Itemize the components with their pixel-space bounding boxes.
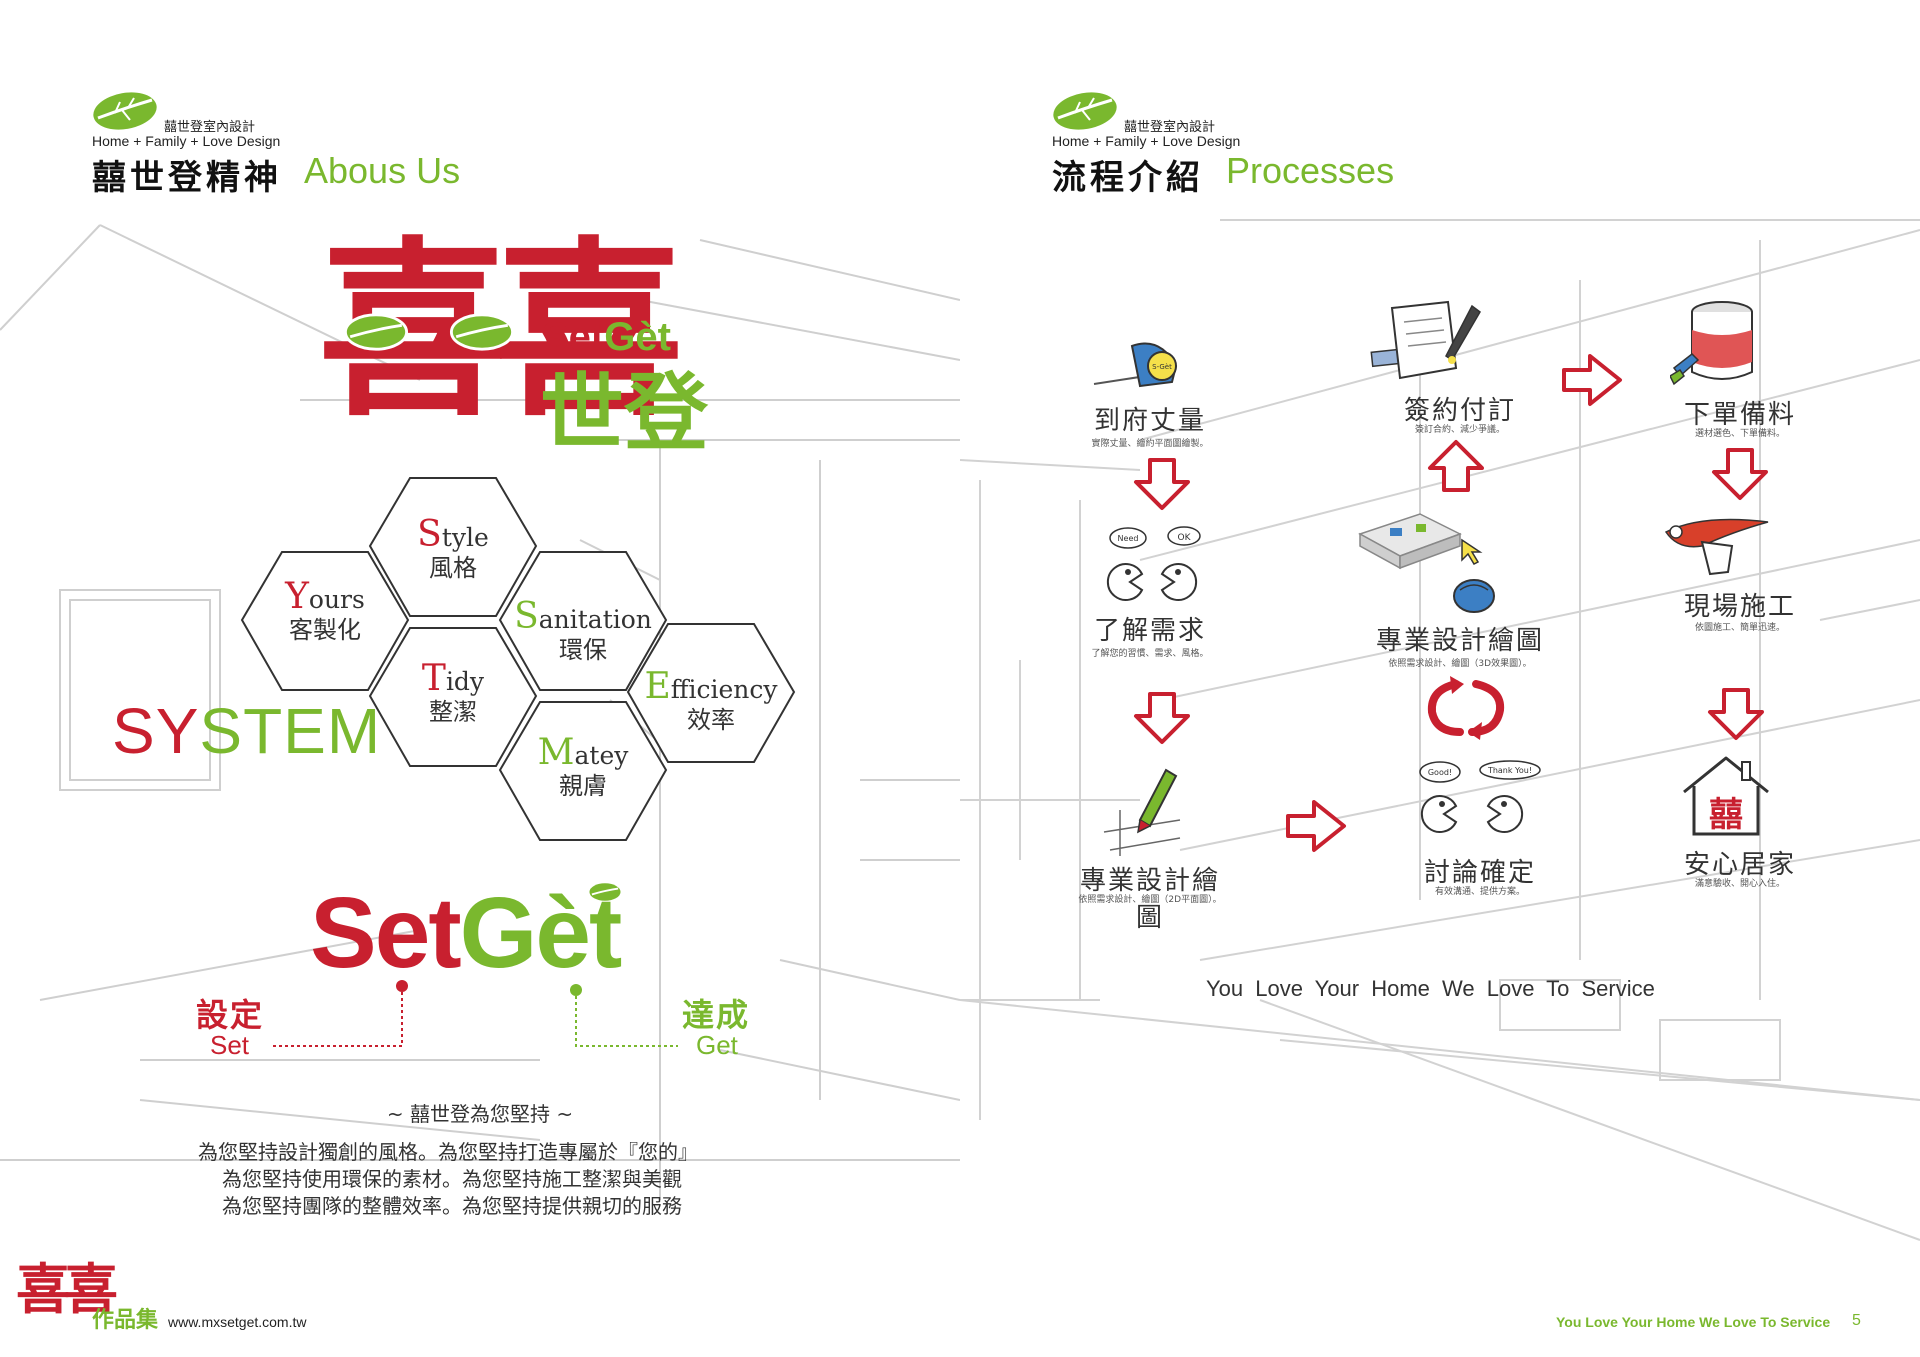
page-title-en: Abous Us [304,150,461,191]
3d-floorplan-mouse-icon [1358,513,1495,613]
arrow-down-icon [1134,692,1190,744]
step-sub-measure: 實際丈量、繪約平面圖繪製。 [1091,439,1209,449]
motto-line-3: 為您堅持團隊的整體效率。為您堅持提供親切的服務 [222,1194,682,1218]
house-icon: 囍 [1683,756,1769,836]
brand-name-cn: 囍世登室內設計 [1124,119,1216,134]
hexagon-matey [498,701,668,841]
tape-measure-label: S-Gèt [1152,363,1172,371]
step-title-construction: 現場施工 [1683,592,1796,622]
system-green-part: STEM [199,695,382,767]
step-title-design-3d: 專業設計繪圖 [1375,626,1544,656]
page-title-cn: 流程介紹 [1052,158,1204,198]
page-number: 5 [1852,1312,1861,1329]
leaf-logo-icon [93,92,157,130]
step-sub-discuss: 有效溝通、提供方案。 [1434,887,1525,897]
step-sub-order: 選材選色、下單備料。 [1694,429,1785,439]
step-title-discuss: 討論確定 [1423,858,1536,888]
step-sub-needs: 了解您的習慣、需求、風格。 [1091,649,1209,659]
processes-page: 囍世登室內設計 Home + Family + Love Design 流程介紹… [960,0,1920,1357]
hexagon-grid [240,477,796,841]
set-label-en: Set [210,1030,250,1060]
step-title-order: 下單備料 [1683,400,1796,430]
arrow-up-icon [1428,440,1484,492]
step-title-measure: 到府丈量 [1093,406,1206,436]
setget-wordmark: SetGèt [310,876,623,991]
system-label: SYSTEM [112,694,381,768]
bubble-need-text: Need [1118,534,1139,543]
brand-tagline: Home + Family + Love Design [1052,133,1241,149]
leaf-icon [589,883,621,901]
leaf-icon [449,313,515,351]
setget-get: Gèt [459,877,623,989]
arrow-down-icon [1712,448,1768,500]
hex-label-efficiency: Efficiency 效率 [644,666,778,734]
slogan: You Love Your Home We Love To Service [1206,976,1655,1001]
motto-title: ~ 囍世登為您堅持 ~ [386,1102,574,1126]
pacman-need-ok-icon: Need OK [1106,526,1201,601]
hex-label-sanitation: Sanitation 環保 [514,596,652,664]
step-title-contract: 簽約付訂 [1403,396,1516,426]
system-red-part: SY [112,695,200,767]
paint-can-icon [1670,301,1753,386]
cycle-arrows-icon [1427,676,1505,740]
step-title-needs: 了解需求 [1093,616,1206,646]
step-sub-home: 滿意驗收、開心入住。 [1694,879,1785,889]
logo-set-text: Set [542,315,605,359]
house-xi-character: 囍 [1709,795,1743,835]
contract-pen-icon [1370,300,1481,380]
hexagon-efficiency [626,623,796,763]
step-title-home: 安心居家 [1683,850,1796,880]
construction-tool-icon [1664,518,1769,576]
footer-slogan: You Love Your Home We Love To Service [1556,1314,1831,1330]
arrow-right-icon [1562,354,1622,406]
arrow-right-icon [1286,800,1346,852]
arrow-down-icon [1134,458,1190,510]
page-title-cn: 囍世登精神 [92,158,282,198]
footer-url[interactable]: www.mxsetget.com.tw [168,1314,307,1330]
step-sub-design-3d: 依照需求設計、繪圖（3D效果圖）。 [1388,659,1532,669]
bubble-thanks-text: Thank You! [1487,766,1532,775]
get-label-cn: 達成 [682,996,751,1034]
hexagon-style [368,477,538,617]
arrow-down-icon [1708,688,1764,740]
logo-setget: SetGèt [542,315,671,360]
bubble-ok-text: OK [1178,533,1192,543]
hexagon-sanitation [498,551,668,691]
setget-connectors [270,980,678,1047]
get-label-en: Get [696,1030,738,1060]
motto-line-1: 為您堅持設計獨創的風格。為您堅持打造專屬於『您的』 [198,1140,698,1164]
brand-tagline: Home + Family + Love Design [92,133,281,149]
logo-shideng: 世登 [540,364,709,462]
tape-measure-icon: S-Gèt [1093,342,1178,388]
hex-label-tidy: Tidy 整潔 [421,658,485,726]
footer-logo: 喜喜 [16,1257,118,1321]
step-title-design-2d: 專業設計繪圖 [1079,866,1220,933]
leaf-icon [343,313,409,351]
setget-set: Set [310,877,462,989]
footer-collection-label: 作品集 [92,1308,159,1333]
step-sub-construction: 依圖施工、簡單迅速。 [1694,623,1785,633]
motto-line-2: 為您堅持使用環保的素材。為您堅持施工整潔與美觀 [222,1167,682,1191]
interior-sketch-background [0,224,960,1200]
set-label-cn: 設定 [196,996,265,1034]
hex-label-matey: Matey 親膚 [537,732,629,800]
leaf-logo-icon [1053,92,1117,130]
brand-name-cn: 囍世登室內設計 [164,119,256,134]
step-sub-contract: 簽訂合約、減少爭議。 [1414,425,1505,435]
about-us-page: 囍世登室內設計 Home + Family + Love Design 囍世登精… [0,92,960,1333]
hexagon-yours [240,551,410,691]
pencil-drawing-icon [1103,768,1181,856]
page-title-en: Processes [1226,150,1395,191]
step-sub-design-2d: 依照需求設計、繪圖（2D平面圖）。 [1078,895,1222,905]
hexagon-tidy [368,627,538,767]
bubble-good-text: Good! [1428,768,1452,777]
hex-label-style: Style 風格 [417,514,489,582]
hex-label-yours: Yours 客製化 [285,576,365,644]
logo-get-text: Gèt [604,315,671,359]
pacman-discussion-icon: Good! Thank You! [1419,760,1541,833]
